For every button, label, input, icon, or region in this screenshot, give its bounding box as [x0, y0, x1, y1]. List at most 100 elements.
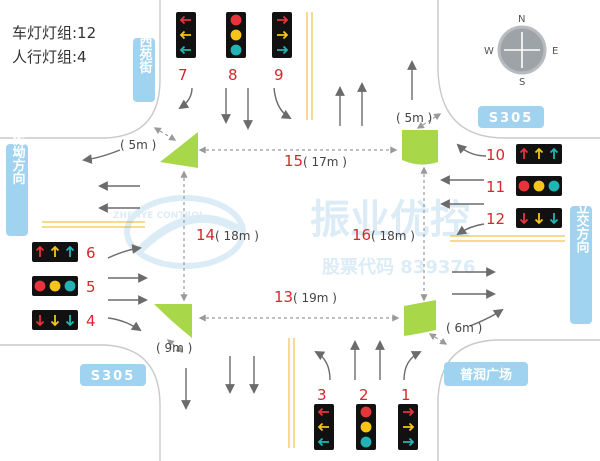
- signal-number-8: 8: [228, 66, 238, 84]
- signal-head-5: 5: [32, 276, 96, 296]
- centre-lines: [42, 12, 565, 448]
- signal-head-10: 10: [486, 144, 562, 164]
- lane-arrow: [456, 143, 487, 157]
- signal-head-4: 4: [32, 310, 96, 330]
- road-tags: 西苑街 黄泥坳方向 南湖立交方向 普润广场 S305 S305: [6, 35, 592, 386]
- road-name-southeast: 普润广场: [460, 367, 512, 383]
- lane-arrow: [273, 87, 292, 119]
- signal-lamp: [533, 180, 545, 192]
- signal-arrow: [549, 213, 559, 225]
- signal-arrow: [50, 315, 60, 327]
- signal-arrow: [534, 213, 544, 225]
- island-dist-se: ( 6m ): [446, 321, 482, 335]
- signal-arrow: [277, 30, 289, 40]
- signal-arrow: [179, 45, 191, 55]
- signal-lamp: [49, 280, 61, 292]
- crossings: [153, 113, 448, 353]
- island-link-nw: [153, 127, 177, 141]
- compass-e: E: [552, 46, 558, 57]
- signal-arrow: [277, 45, 289, 55]
- signal-head-6: 6: [32, 242, 96, 262]
- signal-arrow: [534, 147, 544, 159]
- crossing-num-16: 16: [352, 226, 371, 244]
- islands: [154, 130, 438, 338]
- signal-number-10: 10: [486, 146, 505, 164]
- crossing-dist-15: ( 17m ): [303, 155, 347, 169]
- signal-arrow: [519, 147, 529, 159]
- crossing-dist-16: ( 18m ): [371, 229, 415, 243]
- island-dist-sw: ( 9m ): [156, 341, 192, 355]
- signal-arrow: [50, 245, 60, 257]
- signal-number-11: 11: [486, 178, 505, 196]
- signal-number-7: 7: [178, 66, 188, 84]
- signal-lamp: [360, 421, 372, 433]
- island-labels: ( 5m ) ( 5m ) ( 9m ) ( 6m ): [120, 111, 482, 355]
- signal-head-2: 2: [356, 386, 376, 450]
- signal-lamp: [64, 280, 76, 292]
- watermark-sub: 股票代码 839376: [321, 257, 475, 278]
- island-link-se: [428, 333, 448, 345]
- lane-arrow: [469, 308, 504, 327]
- road-name-west: 黄泥坳方向: [10, 119, 26, 186]
- signal-head-7: 7: [176, 12, 196, 84]
- signal-number-6: 6: [86, 244, 96, 262]
- island-se: [404, 300, 436, 336]
- signal-arrow: [317, 437, 329, 447]
- route-name-sw: S305: [91, 369, 136, 384]
- signal-arrow: [317, 422, 329, 432]
- lane-arrow: [107, 317, 142, 332]
- signal-arrow: [35, 315, 45, 327]
- signal-number-4: 4: [86, 312, 96, 330]
- road-name-north: 西苑街: [137, 35, 154, 75]
- road-tag-west: [6, 144, 28, 236]
- crossing-dist-14: ( 18m ): [215, 229, 259, 243]
- signal-lamp: [518, 180, 530, 192]
- signal-lamp: [360, 406, 372, 418]
- signal-lamp: [230, 44, 242, 56]
- signal-arrow: [179, 30, 191, 40]
- island-dist-ne: ( 5m ): [396, 111, 432, 125]
- signal-number-9: 9: [274, 66, 284, 84]
- signal-lamp: [230, 29, 242, 41]
- signal-arrow: [277, 15, 289, 25]
- route-name-ne: S305: [489, 111, 534, 126]
- watermark: 振业优控 股票代码 839376 ZHENYE CONTROL: [113, 195, 475, 278]
- island-dist-nw: ( 5m ): [120, 138, 156, 152]
- signal-lamp: [360, 436, 372, 448]
- signal-head-12: 12: [486, 208, 562, 228]
- signal-arrow: [549, 147, 559, 159]
- summary: 车灯灯组:12 人行灯组:4: [12, 24, 96, 66]
- crossing-num-14: 14: [196, 226, 215, 244]
- watermark-latin: ZHENYE CONTROL: [113, 211, 205, 221]
- signal-arrow: [403, 422, 415, 432]
- island-ne: [402, 130, 438, 165]
- signal-arrow: [317, 407, 329, 417]
- crossing-num-15: 15: [284, 152, 303, 170]
- island-link-ne: [416, 113, 442, 129]
- signal-number-12: 12: [486, 210, 505, 228]
- road-tag-north: [133, 38, 155, 102]
- crossing-num-13: 13: [274, 288, 293, 306]
- signal-head-11: 11: [486, 176, 562, 196]
- pedestrian-group-count: 人行灯组:4: [12, 48, 87, 66]
- signal-lamp: [34, 280, 46, 292]
- signal-arrow: [403, 437, 415, 447]
- lane-arrows: [82, 60, 504, 410]
- signal-arrow: [35, 245, 45, 257]
- signal-arrow: [519, 213, 529, 225]
- signal-lamp: [230, 14, 242, 26]
- lane-arrow: [403, 351, 422, 381]
- lane-arrow: [82, 149, 121, 164]
- route-tag-sw: [80, 364, 146, 386]
- island-nw: [160, 132, 198, 168]
- signal-arrow: [65, 245, 75, 257]
- signal-number-3: 3: [317, 386, 327, 404]
- lane-arrow: [456, 223, 485, 236]
- compass-n: N: [518, 14, 525, 25]
- signal-arrow: [179, 15, 191, 25]
- compass: N S W E: [484, 14, 558, 88]
